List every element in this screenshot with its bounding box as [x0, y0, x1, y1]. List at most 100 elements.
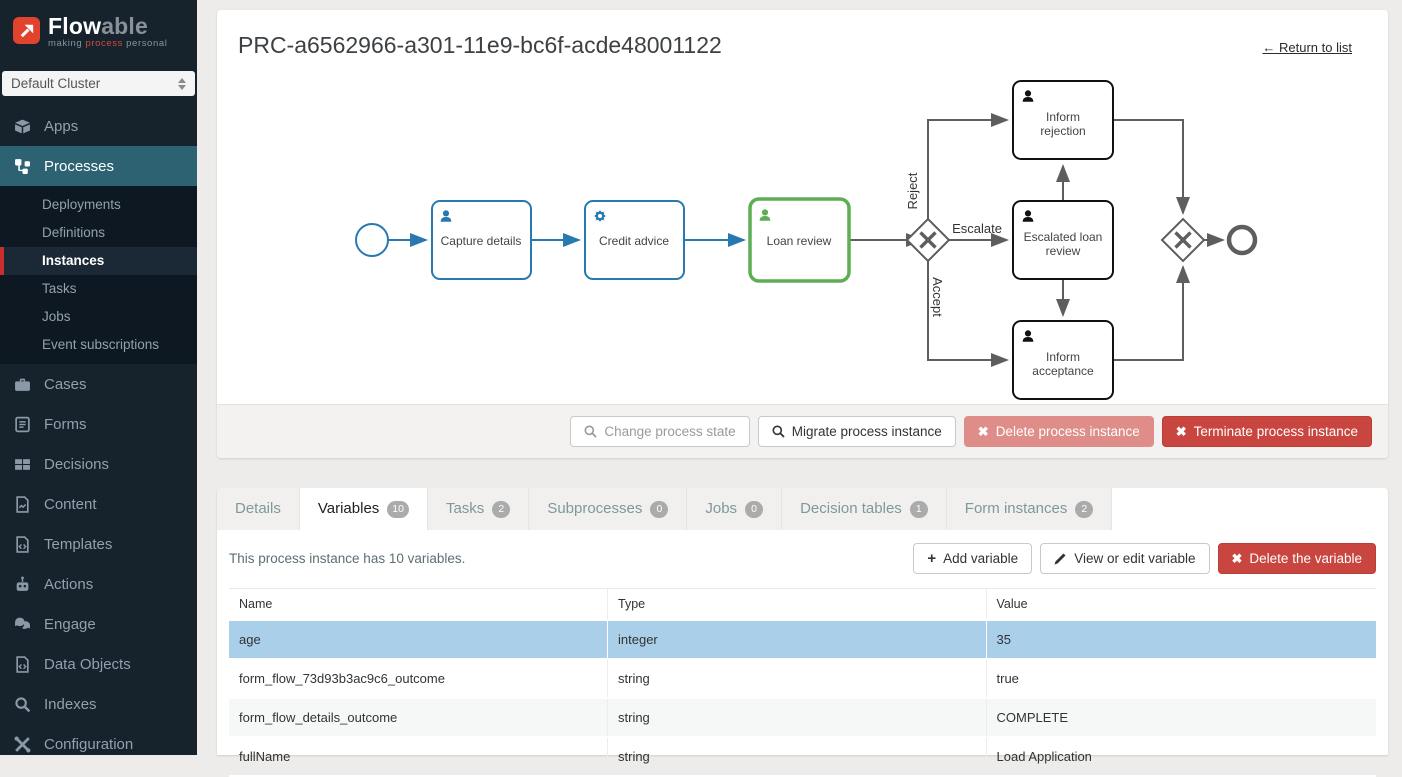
sidebar-item-engage[interactable]: Engage	[0, 604, 197, 644]
sidebar-subitem-jobs[interactable]: Jobs	[42, 309, 71, 324]
tab-badge: 0	[745, 501, 764, 518]
cluster-select[interactable]: Default Cluster	[2, 71, 195, 96]
process-actions-toolbar: Change process state Migrate process ins…	[217, 404, 1388, 458]
sidebar-subitem-definitions[interactable]: Definitions	[42, 225, 106, 240]
svg-text:Inform: Inform	[1046, 350, 1080, 364]
task-loan-review: Loan review	[748, 197, 851, 283]
add-variable-button[interactable]: + Add variable	[913, 543, 1033, 574]
tab-details[interactable]: Details	[217, 488, 300, 530]
view-or-edit-variable-button[interactable]: View or edit variable	[1040, 543, 1210, 574]
bpmn-diagram: Capture details Credit advice Loan revie…	[237, 73, 1367, 404]
page-title: PRC-a6562966-a301-11e9-bc6f-acde48001122	[238, 32, 722, 58]
variables-summary: This process instance has 10 variables.	[229, 551, 466, 566]
data-objects-icon	[16, 655, 29, 673]
magnifier-icon	[772, 425, 785, 438]
sidebar: Flowable making process personal Default…	[0, 0, 197, 755]
flowable-logo-icon	[13, 17, 40, 44]
svg-text:Credit advice: Credit advice	[599, 234, 669, 248]
engage-icon	[15, 617, 30, 629]
sidebar-item-cases[interactable]: Cases	[0, 364, 197, 404]
task-inform-rejection: Inform rejection	[1012, 80, 1114, 160]
sidebar-item-forms[interactable]: Forms	[0, 404, 197, 444]
sidebar-item-configuration[interactable]: Configuration	[0, 724, 197, 764]
indexes-icon	[15, 696, 31, 712]
column-header-value[interactable]: Value	[985, 588, 1376, 621]
sidebar-subitem-tasks[interactable]: Tasks	[42, 281, 77, 296]
column-header-name[interactable]: Name	[229, 588, 608, 621]
gear-icon	[593, 209, 607, 223]
svg-text:review: review	[1046, 244, 1081, 258]
sidebar-subitem-event-subscriptions[interactable]: Event subscriptions	[42, 337, 160, 352]
edge-label-escalate: Escalate	[952, 221, 1002, 236]
table-row[interactable]: fullName string Load Application	[229, 737, 1376, 776]
table-row[interactable]: form_flow_73d93b3ac9c6_outcome string tr…	[229, 659, 1376, 698]
processes-icon	[15, 158, 30, 174]
task-credit-advice: Credit advice	[584, 200, 685, 280]
task-capture-details: Capture details	[431, 200, 532, 280]
edge-label-reject: Reject	[905, 172, 920, 209]
x-icon: ✖	[1175, 423, 1187, 439]
migrate-process-instance-button[interactable]: Migrate process instance	[757, 416, 956, 447]
return-to-list-link[interactable]: ← Return to list	[1262, 40, 1352, 55]
configuration-icon	[14, 736, 31, 752]
x-icon: ✖	[977, 423, 989, 439]
sidebar-item-indexes[interactable]: Indexes	[0, 684, 197, 724]
sidebar-item-actions[interactable]: Actions	[0, 564, 197, 604]
magnifier-icon	[584, 425, 597, 438]
svg-text:Capture details: Capture details	[441, 234, 522, 248]
brand-name: Flowable	[48, 13, 149, 39]
flowable-logo: Flowable making process personal	[0, 0, 197, 64]
delete-process-instance-button[interactable]: ✖ Delete process instance	[963, 416, 1154, 447]
svg-text:acceptance: acceptance	[1032, 364, 1094, 378]
variables-panel: This process instance has 10 variables. …	[217, 530, 1388, 777]
tab-badge: 2	[1075, 501, 1094, 518]
cases-icon	[15, 378, 30, 391]
tab-badge: 2	[492, 501, 511, 518]
column-header-type[interactable]: Type	[607, 588, 986, 621]
x-icon: ✖	[1231, 550, 1243, 566]
apps-icon	[15, 119, 30, 133]
terminate-process-instance-button[interactable]: ✖ Terminate process instance	[1161, 416, 1372, 447]
brand-tagline: making process personal	[48, 38, 168, 49]
svg-text:rejection: rejection	[1040, 124, 1085, 138]
content-icon	[16, 495, 29, 513]
table-row[interactable]: form_flow_details_outcome string COMPLET…	[229, 698, 1376, 737]
start-event	[355, 223, 389, 257]
table-row[interactable]: age integer 35	[229, 620, 1376, 659]
sidebar-item-processes[interactable]: Processes	[0, 146, 197, 186]
sidebar-item-data-objects[interactable]: Data Objects	[0, 644, 197, 684]
task-inform-acceptance: Inform acceptance	[1012, 320, 1114, 400]
task-escalated-loan-review: Escalated loan review	[1012, 200, 1114, 280]
tab-badge: 10	[387, 501, 409, 518]
delete-variable-button[interactable]: ✖ Delete the variable	[1217, 543, 1376, 574]
sidebar-item-templates[interactable]: Templates	[0, 524, 197, 564]
table-header-row: Name Type Value	[229, 588, 1376, 621]
svg-text:Escalated loan: Escalated loan	[1024, 230, 1103, 244]
sidebar-subitem-deployments[interactable]: Deployments	[42, 197, 121, 212]
tab-badge: 1	[909, 501, 928, 518]
forms-icon	[15, 416, 30, 432]
actions-icon	[16, 576, 29, 591]
updown-icon	[178, 77, 186, 90]
exclusive-gateway-split	[905, 217, 951, 263]
change-process-state-button[interactable]: Change process state	[570, 416, 750, 447]
templates-icon	[16, 535, 29, 553]
sidebar-item-decisions[interactable]: Decisions	[0, 444, 197, 484]
variables-table: Name Type Value age integer 35 form_flow…	[229, 588, 1376, 777]
pencil-icon	[1054, 553, 1066, 565]
exclusive-gateway-join	[1160, 217, 1206, 263]
sidebar-subitem-instances[interactable]: Instances	[0, 247, 197, 275]
edge-label-accept: Accept	[930, 277, 945, 317]
sidebar-item-content[interactable]: Content	[0, 484, 197, 524]
sidebar-nav: Apps Processes Deployments Definitions I…	[0, 106, 197, 764]
cluster-select-value: Default Cluster	[11, 76, 101, 91]
sidebar-item-apps[interactable]: Apps	[0, 106, 197, 146]
